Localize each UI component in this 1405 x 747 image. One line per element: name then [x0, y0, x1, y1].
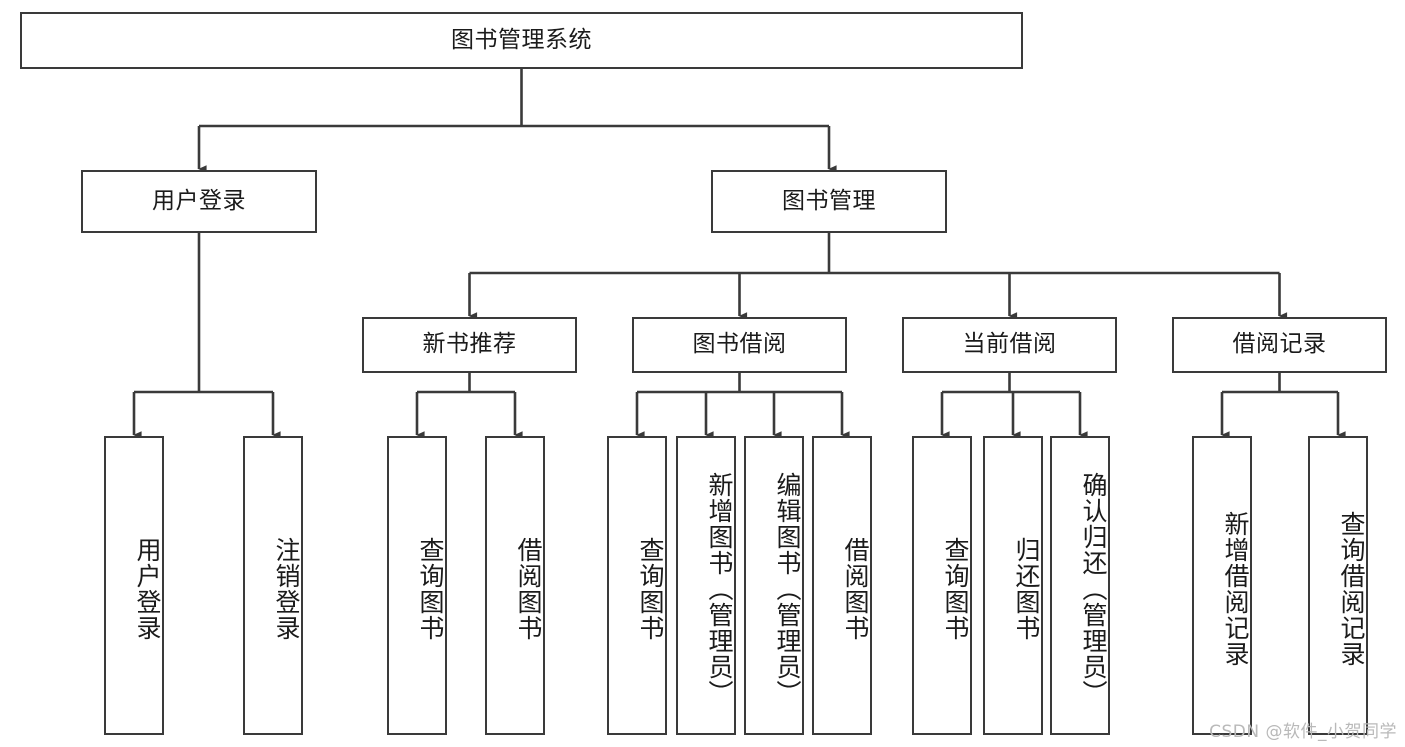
node-label-leaf-return-book: 归还图书 — [1012, 536, 1041, 641]
node-borrow-record[interactable]: 借阅记录 — [1172, 317, 1387, 373]
node-label-leaf-user-login: 用户登录 — [133, 536, 162, 641]
watermark-text: CSDN @软件_小贺同学 — [1209, 722, 1397, 742]
node-book-manage[interactable]: 图书管理 — [711, 170, 947, 233]
node-label-leaf-confirm-return: 确认归还（管理员） — [1079, 471, 1108, 706]
node-label-borrow-record: 借阅记录 — [1232, 331, 1327, 358]
node-label-new-book-rec: 新书推荐 — [422, 331, 517, 358]
node-leaf-query-book-3[interactable]: 查询图书 — [912, 436, 972, 735]
node-leaf-query-record[interactable]: 查询借阅记录 — [1308, 436, 1368, 735]
node-label-leaf-borrow-book-1: 借阅图书 — [514, 536, 543, 641]
node-label-book-borrow: 图书借阅 — [692, 331, 787, 358]
node-leaf-user-login[interactable]: 用户登录 — [104, 436, 164, 735]
node-user-login[interactable]: 用户登录 — [81, 170, 317, 233]
node-leaf-add-book[interactable]: 新增图书（管理员） — [676, 436, 736, 735]
node-label-leaf-add-record: 新增借阅记录 — [1221, 510, 1250, 667]
node-label-leaf-query-record: 查询借阅记录 — [1337, 510, 1366, 667]
node-leaf-query-book-1[interactable]: 查询图书 — [387, 436, 447, 735]
node-label-leaf-query-book-3: 查询图书 — [941, 536, 970, 641]
node-label-root: 图书管理系统 — [451, 26, 592, 53]
node-leaf-borrow-book-1[interactable]: 借阅图书 — [485, 436, 545, 735]
node-label-leaf-borrow-book-2: 借阅图书 — [841, 536, 870, 641]
node-leaf-edit-book[interactable]: 编辑图书（管理员） — [744, 436, 804, 735]
node-leaf-add-record[interactable]: 新增借阅记录 — [1192, 436, 1252, 735]
node-label-user-login: 用户登录 — [152, 187, 246, 214]
node-label-leaf-query-book-1: 查询图书 — [416, 536, 445, 641]
node-label-leaf-user-logout: 注销登录 — [272, 536, 301, 641]
node-label-current-borrow: 当前借阅 — [962, 331, 1057, 358]
node-label-leaf-add-book: 新增图书（管理员） — [705, 471, 734, 706]
node-leaf-query-book-2[interactable]: 查询图书 — [607, 436, 667, 735]
node-leaf-return-book[interactable]: 归还图书 — [983, 436, 1043, 735]
node-leaf-borrow-book-2[interactable]: 借阅图书 — [812, 436, 872, 735]
node-label-leaf-query-book-2: 查询图书 — [636, 536, 665, 641]
node-root[interactable]: 图书管理系统 — [20, 12, 1023, 69]
node-label-book-manage: 图书管理 — [782, 187, 876, 214]
node-label-leaf-edit-book: 编辑图书（管理员） — [773, 471, 802, 706]
node-leaf-confirm-return[interactable]: 确认归还（管理员） — [1050, 436, 1110, 735]
node-leaf-user-logout[interactable]: 注销登录 — [243, 436, 303, 735]
node-new-book-rec[interactable]: 新书推荐 — [362, 317, 577, 373]
node-book-borrow[interactable]: 图书借阅 — [632, 317, 847, 373]
node-current-borrow[interactable]: 当前借阅 — [902, 317, 1117, 373]
